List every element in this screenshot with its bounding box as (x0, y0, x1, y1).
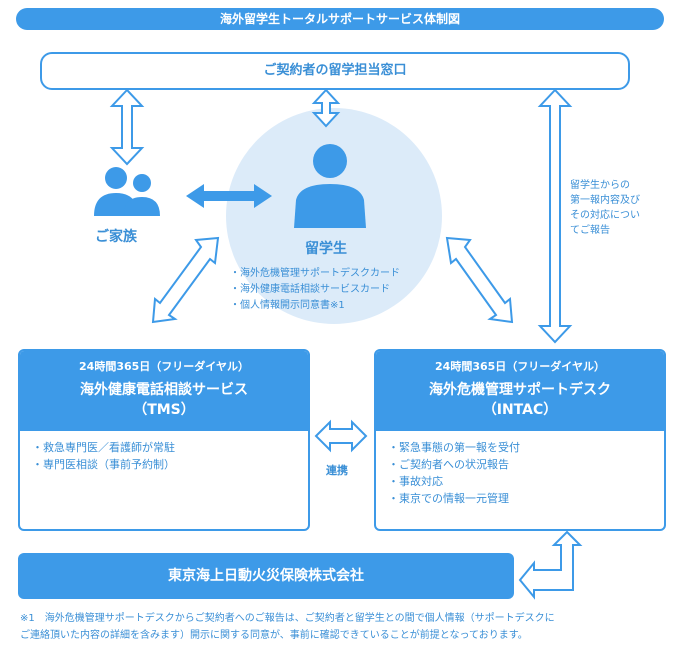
intac-item: ・事故対応 (388, 475, 443, 488)
intac-title: 海外危機管理サポートデスク (429, 382, 611, 398)
tms-panel-header: 24時間365日（フリーダイヤル） 海外健康電話相談サービス （TMS） (20, 351, 308, 431)
intac-item: ・ご契約者への状況報告 (388, 458, 509, 471)
tms-item: ・救急専門医／看護師が常駐 (32, 441, 175, 454)
family-icon (94, 167, 160, 216)
arrow-window-intac (537, 88, 573, 344)
intac-panel-header: 24時間365日（フリーダイヤル） 海外危機管理サポートデスク （INTAC） (376, 351, 664, 431)
arrow-family-student (186, 184, 272, 208)
intac-panel: 24時間365日（フリーダイヤル） 海外危機管理サポートデスク （INTAC） … (374, 349, 666, 531)
arrow-student-intac (445, 236, 514, 324)
family-label: ご家族 (95, 229, 137, 245)
intac-items: ・緊急事態の第一報を受付 ・ご契約者への状況報告 ・事故対応 ・東京での情報一元… (376, 431, 664, 515)
footnote-line: ※1 海外危機管理サポートデスクからご契約者へのご報告は、ご契約者と留学生との間… (20, 613, 555, 624)
title-bar: 海外留学生トータルサポートサービス体制図 (16, 8, 664, 30)
link-label: 連携 (326, 464, 348, 477)
intac-title-abbr: （INTAC） (482, 402, 558, 418)
side-note: 留学生からの 第一報内容及び その対応につい てご報告 (570, 178, 650, 238)
tms-item: ・専門医相談（事前予約制） (32, 458, 175, 471)
tms-hours: 24時間365日（フリーダイヤル） (79, 360, 249, 373)
tms-title-abbr: （TMS） (133, 402, 195, 418)
side-note-line: その対応につい (570, 210, 640, 221)
intac-item: ・東京での情報一元管理 (388, 492, 509, 505)
arrow-window-student (311, 88, 341, 128)
arrow-tms-intac (314, 419, 368, 453)
tms-title: 海外健康電話相談サービス (80, 382, 248, 398)
intac-item: ・緊急事態の第一報を受付 (388, 441, 520, 454)
contract-window-box: ご契約者の留学担当窓口 (40, 52, 630, 90)
student-item: ・海外危機管理サポートデスクカード (230, 268, 400, 279)
tms-items: ・救急専門医／看護師が常駐 ・専門医相談（事前予約制） (20, 431, 308, 481)
student-item: ・海外健康電話相談サービスカード (230, 284, 390, 295)
arrow-window-family (109, 88, 145, 166)
arrow-intac-company (518, 530, 583, 600)
footnote: ※1 海外危機管理サポートデスクからご契約者へのご報告は、ご契約者と留学生との間… (20, 610, 670, 644)
side-note-line: てご報告 (570, 225, 610, 236)
side-note-line: 留学生からの (570, 180, 630, 191)
student-item: ・個人情報開示同意書※1 (230, 300, 345, 311)
student-icon (294, 144, 366, 228)
tms-panel: 24時間365日（フリーダイヤル） 海外健康電話相談サービス （TMS） ・救急… (18, 349, 310, 531)
footnote-line: ご連絡頂いた内容の詳細を含みます）開示に関する同意が、事前に確認できていることが… (20, 630, 528, 641)
side-note-line: 第一報内容及び (570, 195, 640, 206)
student-label: 留学生 (305, 241, 347, 257)
student-items: ・海外危機管理サポートデスクカード ・海外健康電話相談サービスカード ・個人情報… (230, 266, 400, 314)
intac-hours: 24時間365日（フリーダイヤル） (435, 360, 605, 373)
company-bar: 東京海上日動火災保険株式会社 (18, 553, 514, 599)
arrow-student-tms (151, 236, 220, 324)
